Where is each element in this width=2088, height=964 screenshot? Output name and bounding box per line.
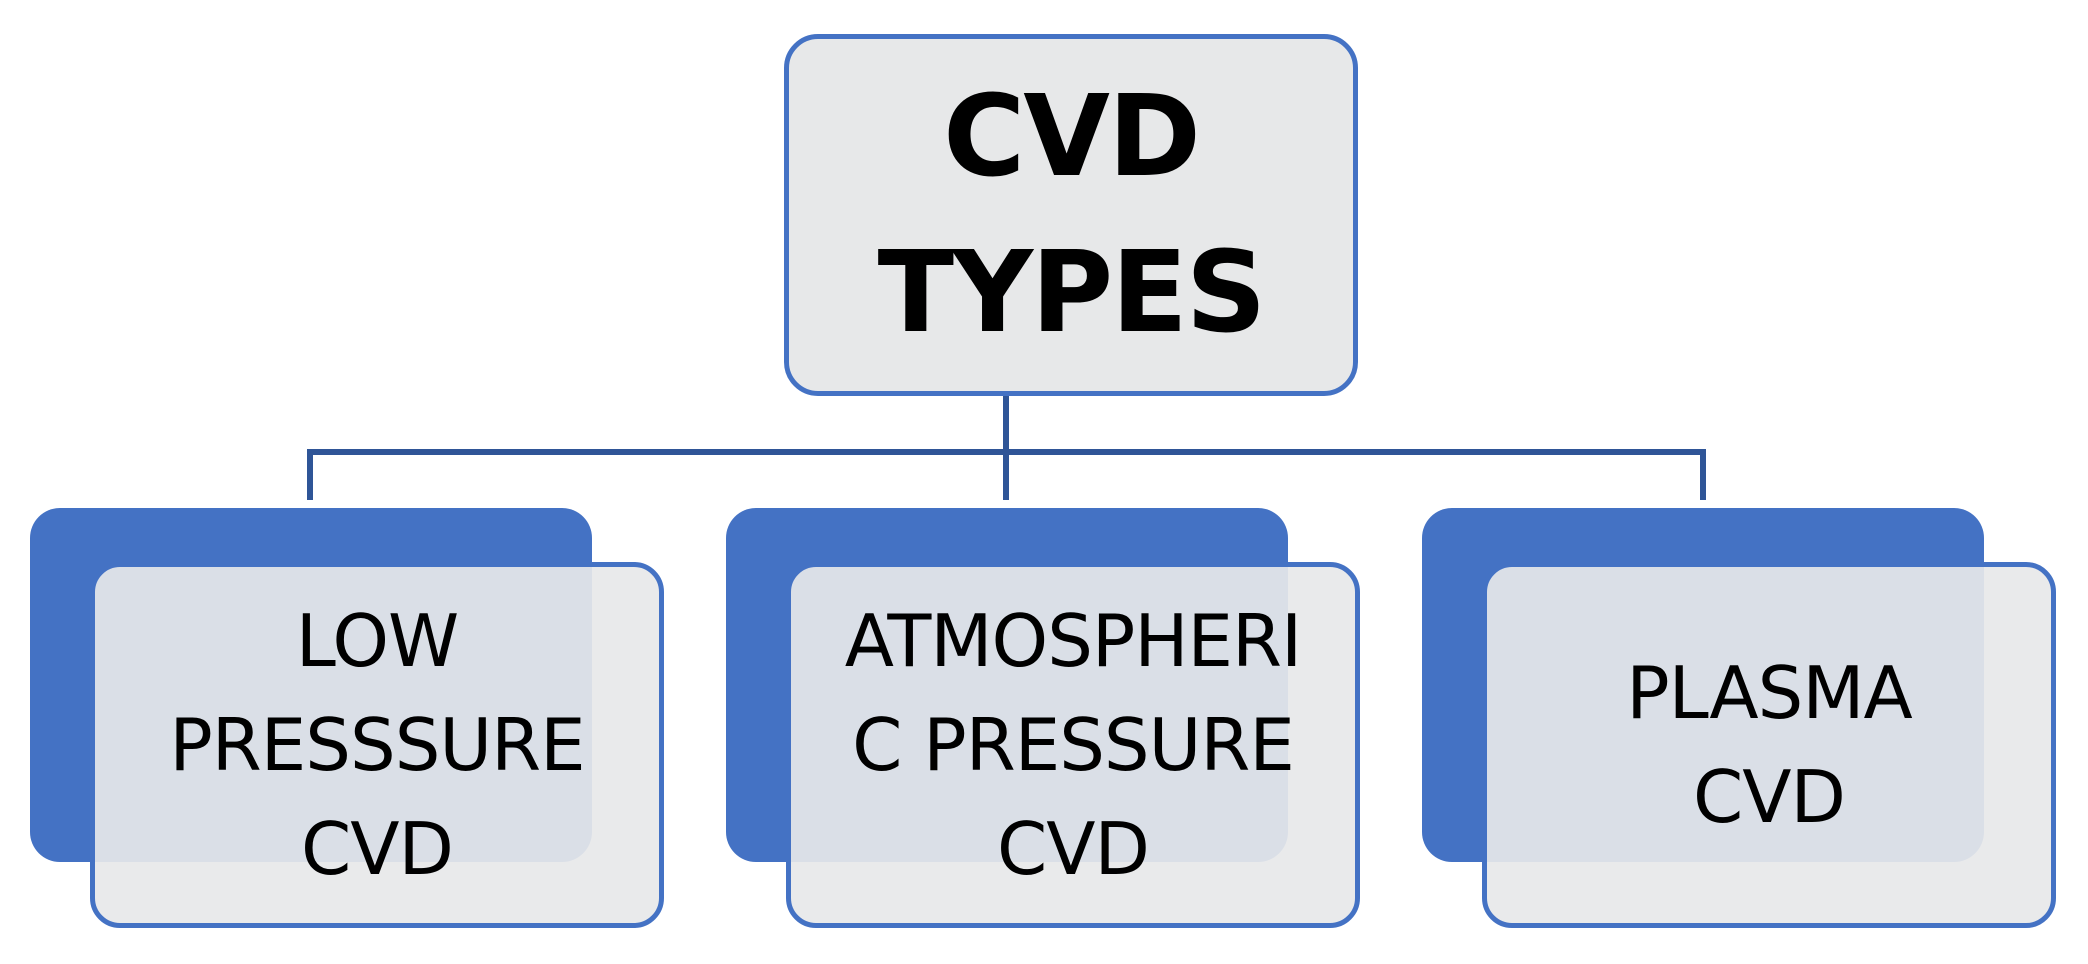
child-node-atmospheric-pressure: ATMOSPHERI C PRESSURE CVD (726, 508, 1360, 928)
child-node-low-pressure: LOW PRESSSURE CVD (30, 508, 664, 928)
child-node-card: LOW PRESSSURE CVD (90, 562, 664, 928)
child-node-label: ATMOSPHERI C PRESSURE CVD (844, 599, 1302, 891)
child-node-label: PLASMA CVD (1626, 651, 1913, 839)
root-node: CVD TYPES (784, 34, 1358, 396)
child-node-plasma: PLASMA CVD (1422, 508, 2056, 928)
root-node-label: CVD TYPES (877, 72, 1267, 358)
child-node-label: LOW PRESSSURE CVD (169, 599, 585, 891)
child-node-card: ATMOSPHERI C PRESSURE CVD (786, 562, 1360, 928)
child-node-card: PLASMA CVD (1482, 562, 2056, 928)
